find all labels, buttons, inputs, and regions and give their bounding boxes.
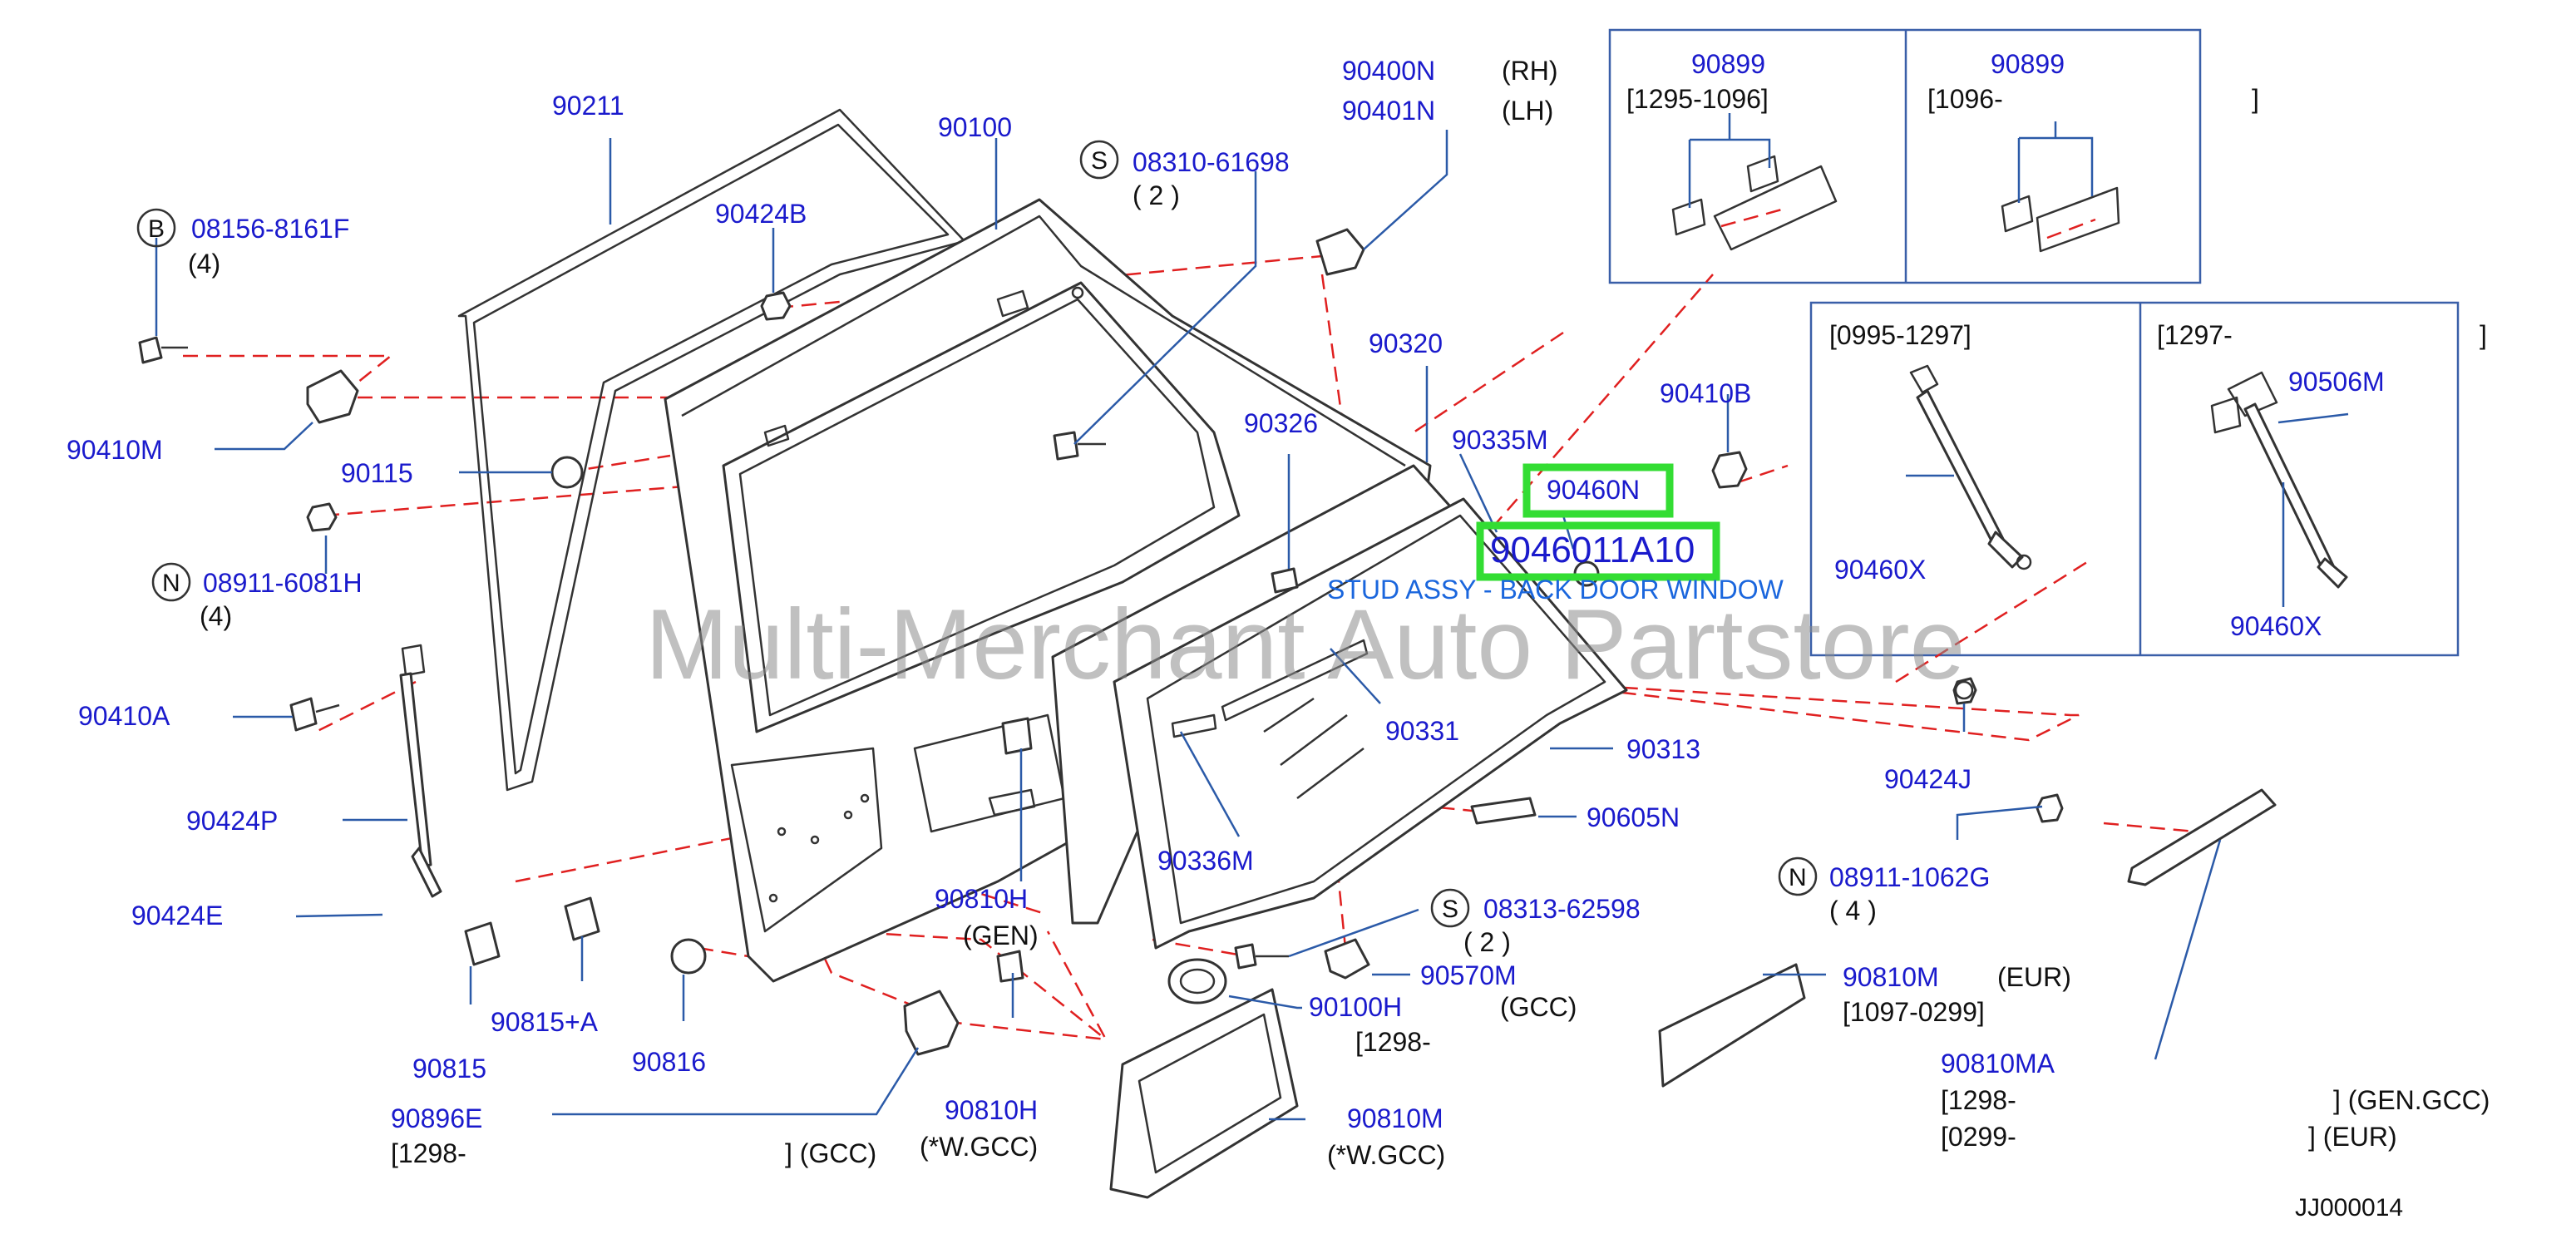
range-90100H: [1298- [1355, 1027, 1431, 1057]
qty-08156-8161F: (4) [188, 249, 220, 279]
note-90810M-wgcc: (*W.GCC) [1327, 1140, 1445, 1170]
part-90815[interactable]: 90815 [412, 1054, 486, 1083]
note-90100H-gcc: (GCC) [1500, 992, 1577, 1022]
note-90810MA-eur: ] (EUR) [2308, 1122, 2397, 1152]
range-90896E: [1298- [391, 1138, 466, 1168]
inset-labels: 90899 [1295-1096] 90899 [1096- ] [0995-1… [1626, 49, 2487, 641]
inset-weatherstrip [1608, 28, 2202, 284]
hardware [138, 228, 2277, 1199]
part-90115[interactable]: 90115 [341, 458, 413, 488]
qty-08310-61698: ( 2 ) [1133, 180, 1180, 210]
part-90335M[interactable]: 90335M [1452, 425, 1548, 455]
part-90313[interactable]: 90313 [1626, 734, 1700, 764]
part-90424E[interactable]: 90424E [131, 901, 223, 930]
part-90424J[interactable]: 90424J [1884, 764, 1971, 794]
inset-strut-right-close: ] [2480, 320, 2487, 350]
part-08156-8161F[interactable]: 08156-8161F [191, 214, 349, 244]
part-90100H[interactable]: 90100H [1309, 992, 1402, 1022]
part-90211[interactable]: 90211 [552, 91, 624, 121]
circle-symbols: S B N S N [136, 140, 1818, 928]
part-90400N[interactable]: 90400N [1342, 56, 1435, 86]
part-labels: 90211 90100 90424B 08310-61698 ( 2 ) 904… [67, 56, 2490, 1170]
symbol-s-08310: S [1091, 147, 1108, 175]
inset-weatherstrip-right-part[interactable]: 90899 [1991, 49, 2065, 79]
part-90401N[interactable]: 90401N [1342, 96, 1435, 126]
range-90810MA-gen-gcc: [1298- [1941, 1085, 2016, 1115]
note-90810H-gen: (GEN) [963, 921, 1039, 950]
part-90424B[interactable]: 90424B [715, 199, 807, 229]
note-90401N-lh: (LH) [1502, 96, 1553, 126]
back-door-panel [457, 108, 1432, 983]
symbol-b-08156: B [148, 215, 165, 243]
part-90336M[interactable]: 90336M [1157, 846, 1254, 876]
inset-strut-left-part[interactable]: 90460X [1834, 555, 1926, 585]
part-90410B[interactable]: 90410B [1660, 378, 1751, 408]
figure-code: JJ000014 [2295, 1194, 2403, 1222]
inset-strut [1809, 301, 2460, 657]
inset-strut-right-part-bottom[interactable]: 90460X [2230, 611, 2322, 641]
qty-08911-6081H: (4) [200, 601, 232, 631]
inset-weatherstrip-right-range: [1096- [1927, 84, 2003, 114]
highlight-boxes [1476, 463, 1720, 581]
part-90810M-eur[interactable]: 90810M [1843, 962, 1939, 992]
inset-weatherstrip-left-range: [1295-1096] [1626, 84, 1769, 114]
part-08313-62598[interactable]: 08313-62598 [1483, 894, 1641, 924]
part-90810H-wgcc[interactable]: 90810H [945, 1095, 1038, 1125]
part-90896E[interactable]: 90896E [391, 1103, 482, 1133]
desc-9046011A10: STUD ASSY - BACK DOOR WINDOW [1327, 575, 1784, 605]
part-9046011A10[interactable]: 9046011A10 [1490, 530, 1695, 570]
inset-strut-left-range: [0995-1297] [1829, 320, 1971, 350]
part-90320[interactable]: 90320 [1369, 328, 1443, 358]
part-08310-61698[interactable]: 08310-61698 [1133, 147, 1290, 177]
leader-lines [155, 130, 2222, 1121]
note-90810M-eur: (EUR) [1997, 962, 2071, 992]
inset-weatherstrip-left-part[interactable]: 90899 [1691, 49, 1765, 79]
qty-08313-62598: ( 2 ) [1463, 927, 1511, 957]
inset-weatherstrip-right-close: ] [2252, 84, 2259, 114]
note-90810MA-gen-gcc: ] (GEN.GCC) [2333, 1085, 2490, 1115]
part-90424P[interactable]: 90424P [186, 806, 278, 836]
part-90100[interactable]: 90100 [938, 112, 1012, 142]
symbol-s-08313: S [1442, 896, 1458, 923]
symbol-n-08911-a: N [162, 570, 180, 597]
part-90816[interactable]: 90816 [632, 1047, 706, 1077]
part-90570M[interactable]: 90570M [1420, 960, 1517, 990]
symbol-n-08911-b: N [1789, 864, 1807, 891]
inset-strut-right-part-top[interactable]: 90506M [2288, 367, 2385, 397]
note-90896E-gcc: ] (GCC) [785, 1138, 876, 1168]
range-90810MA-eur: [0299- [1941, 1122, 2016, 1152]
part-08911-1062G[interactable]: 08911-1062G [1829, 862, 1990, 892]
part-90326[interactable]: 90326 [1244, 408, 1318, 438]
part-90815-A[interactable]: 90815+A [491, 1007, 599, 1037]
range-90810M-eur: [1097-0299] [1843, 997, 1985, 1027]
part-90810M-wgcc[interactable]: 90810M [1347, 1103, 1443, 1133]
part-90810MA[interactable]: 90810MA [1941, 1049, 2055, 1079]
qty-08911-1062G: ( 4 ) [1829, 896, 1877, 926]
part-90810H-gen[interactable]: 90810H [935, 884, 1028, 914]
inset-strut-right-range: [1297- [2157, 320, 2233, 350]
part-90460N[interactable]: 90460N [1547, 475, 1640, 505]
part-90605N[interactable]: 90605N [1587, 802, 1680, 832]
part-90410A[interactable]: 90410A [78, 701, 170, 731]
note-90400N-rh: (RH) [1502, 56, 1558, 86]
part-90331[interactable]: 90331 [1385, 716, 1459, 746]
note-90810H-wgcc: (*W.GCC) [920, 1132, 1038, 1162]
part-08911-6081H[interactable]: 08911-6081H [203, 568, 363, 598]
part-90410M[interactable]: 90410M [67, 435, 163, 465]
watermark: Multi-Merchant Auto Partstore [645, 589, 1965, 700]
